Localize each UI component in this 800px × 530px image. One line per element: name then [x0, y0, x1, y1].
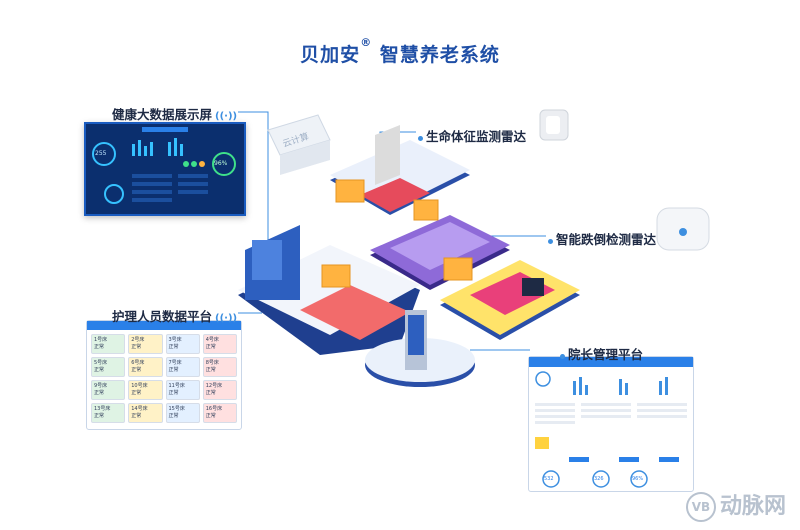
watermark-logo-icon: VB	[685, 492, 716, 522]
bed-card-label: 3号床	[168, 337, 182, 343]
bed-card-label: 12号床	[205, 383, 223, 389]
health-stat-counter: 255	[95, 150, 107, 157]
bed-card-label: 15号床	[168, 406, 185, 412]
fall-radar-device-icon	[656, 207, 710, 251]
bed-card[interactable]: 12号床正常	[202, 380, 237, 400]
bed-card-status: 正常	[131, 413, 142, 419]
bed-card[interactable]: 15号床正常	[165, 403, 200, 423]
bed-card[interactable]: 8号床正常	[202, 357, 237, 377]
bed-card-label: 16号床	[205, 406, 223, 412]
bed-card-status: 正常	[168, 413, 179, 419]
director-header-bar	[529, 357, 693, 367]
bed-card[interactable]: 14号床正常	[128, 403, 163, 423]
health-dashboard-screen: 255 96%	[84, 122, 246, 216]
signal-icon: ((·))	[215, 313, 238, 324]
director-platform-screen: 532 326 96%	[528, 356, 694, 492]
bed-card-status: 正常	[131, 390, 142, 396]
bed-card-status: 正常	[205, 367, 216, 373]
callout-nurse-platform: 护理人员数据平台((·))	[112, 306, 237, 325]
title-sub: 智慧养老系统	[379, 44, 500, 66]
director-stat-1: 532	[544, 476, 554, 482]
floor-red	[238, 225, 420, 355]
bed-card[interactable]: 1号床正常	[91, 334, 126, 354]
cloud-block	[267, 114, 331, 175]
title-main: 贝加安	[300, 44, 361, 66]
floor-purple	[370, 215, 510, 290]
bed-card-label: 2号床	[131, 337, 145, 343]
bed-card-label: 14号床	[131, 406, 148, 412]
floor-yellow	[440, 260, 580, 340]
bed-card[interactable]: 10号床正常	[128, 380, 163, 400]
bed-card-label: 6号床	[131, 360, 145, 366]
callout-director-platform: 院长管理平台	[560, 344, 643, 363]
bed-card-label: 7号床	[168, 360, 182, 366]
director-stat-3: 96%	[632, 476, 644, 482]
life-radar-device-icon	[539, 109, 569, 141]
signal-dot-icon	[560, 354, 565, 359]
watermark-text: 动脉网	[719, 494, 786, 519]
floor-bedroom	[330, 125, 470, 215]
bed-card-status: 正常	[131, 344, 142, 350]
health-stat-percent: 96%	[214, 160, 228, 167]
nurse-header-bar	[87, 321, 241, 330]
signal-dot-icon	[548, 239, 553, 244]
bed-card-label: 4号床	[205, 337, 219, 343]
bed-card-status: 正常	[94, 413, 105, 419]
signal-dot-icon	[418, 136, 423, 141]
callout-health-screen-label: 健康大数据展示屏	[112, 107, 213, 122]
bed-card[interactable]: 13号床正常	[91, 403, 126, 423]
bed-card[interactable]: 16号床正常	[202, 403, 237, 423]
page-title: 贝加安® 智慧养老系统	[0, 36, 800, 67]
bed-card-status: 正常	[94, 367, 105, 373]
callout-health-screen: 健康大数据展示屏((·))	[112, 104, 237, 123]
bed-card-status: 正常	[205, 413, 216, 419]
bed-card-label: 8号床	[205, 360, 219, 366]
bed-card[interactable]: 6号床正常	[128, 357, 163, 377]
bed-card-status: 正常	[168, 367, 179, 373]
callout-life-radar-label: 生命体征监测雷达	[426, 129, 527, 144]
bed-card[interactable]: 11号床正常	[165, 380, 200, 400]
director-graphics	[535, 371, 687, 488]
bed-card-label: 11号床	[168, 383, 185, 389]
callout-fall-radar-label: 智能跌倒检测雷达	[556, 232, 657, 247]
bed-card-label: 10号床	[131, 383, 148, 389]
bed-card[interactable]: 7号床正常	[165, 357, 200, 377]
bed-card[interactable]: 4号床正常	[202, 334, 237, 354]
bed-card-status: 正常	[205, 344, 216, 350]
health-dashboard-graphics	[92, 127, 236, 204]
signal-icon: ((·))	[215, 111, 238, 122]
bed-card-status: 正常	[94, 344, 105, 350]
bed-card-status: 正常	[131, 367, 142, 373]
bed-card[interactable]: 2号床正常	[128, 334, 163, 354]
bed-card-label: 9号床	[94, 383, 108, 389]
bed-card-status: 正常	[168, 344, 179, 350]
callout-fall-radar: 智能跌倒检测雷达	[548, 229, 656, 248]
bed-card-label: 5号床	[94, 360, 108, 366]
floor-kiosk	[365, 310, 475, 387]
bed-card-status: 正常	[94, 390, 105, 396]
callout-life-radar: 生命体征监测雷达	[418, 126, 526, 145]
director-stat-2: 326	[594, 476, 604, 482]
callout-nurse-platform-label: 护理人员数据平台	[112, 309, 213, 324]
bed-card[interactable]: 9号床正常	[91, 380, 126, 400]
bed-card[interactable]: 3号床正常	[165, 334, 200, 354]
bed-card-label: 1号床	[94, 337, 108, 343]
orange-boxes	[321, 179, 473, 288]
bed-card-status: 正常	[205, 390, 216, 396]
bed-card-status: 正常	[168, 390, 179, 396]
bed-card[interactable]: 5号床正常	[91, 357, 126, 377]
bed-card-label: 13号床	[94, 406, 111, 412]
registered-mark: ®	[360, 36, 373, 49]
callout-director-platform-label: 院长管理平台	[568, 347, 644, 362]
